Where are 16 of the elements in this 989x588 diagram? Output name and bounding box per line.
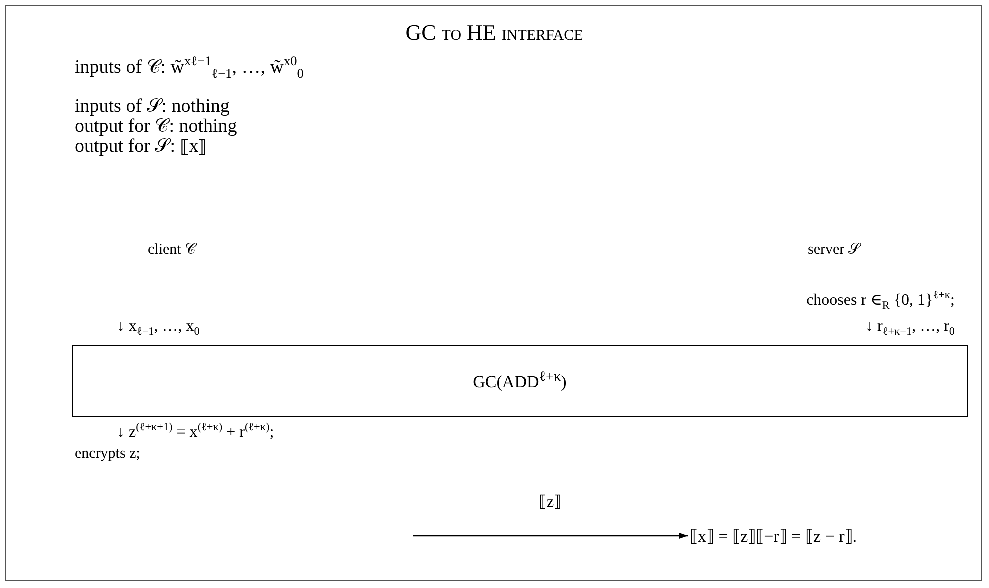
inputs-text: inputs of 𝒮: nothing [75, 97, 230, 118]
party-label: server 𝒮 [808, 242, 860, 258]
outputs-text: output for 𝒮: ⟦x⟧ [75, 137, 208, 158]
outputs-text: output for 𝒞: nothing [75, 117, 238, 138]
step-text: encrypts z; [75, 446, 140, 462]
process-box [72, 345, 968, 417]
circuit-label: GC(ADD$^{ℓ+κ}$) [473, 369, 567, 393]
input-wires-label: ↓ r$_{ℓ+κ−1}$, …, r$_{0}$ [866, 318, 955, 336]
arrow [413, 532, 688, 540]
title: GC to HE interface [404, 20, 584, 46]
input-wires-label: ↓ x$_{ℓ−1}$, …, x$_{0}$ [117, 318, 200, 336]
step-text: chooses r ∈$_{R}$ {0, 1}$^{ℓ+κ}$; [806, 292, 955, 310]
result-formula: ⟦x⟧ = ⟦z⟧⟦−r⟧ = ⟦z − r⟧. [690, 524, 952, 548]
output-formula: ↓ z$^{(ℓ+κ+1)}$ = x$^{(ℓ+κ)}$ + r$^{(ℓ+κ)}$; [117, 424, 274, 442]
edge-label: ⟦z⟧ [538, 494, 562, 511]
party-label: client 𝒞 [148, 242, 196, 258]
